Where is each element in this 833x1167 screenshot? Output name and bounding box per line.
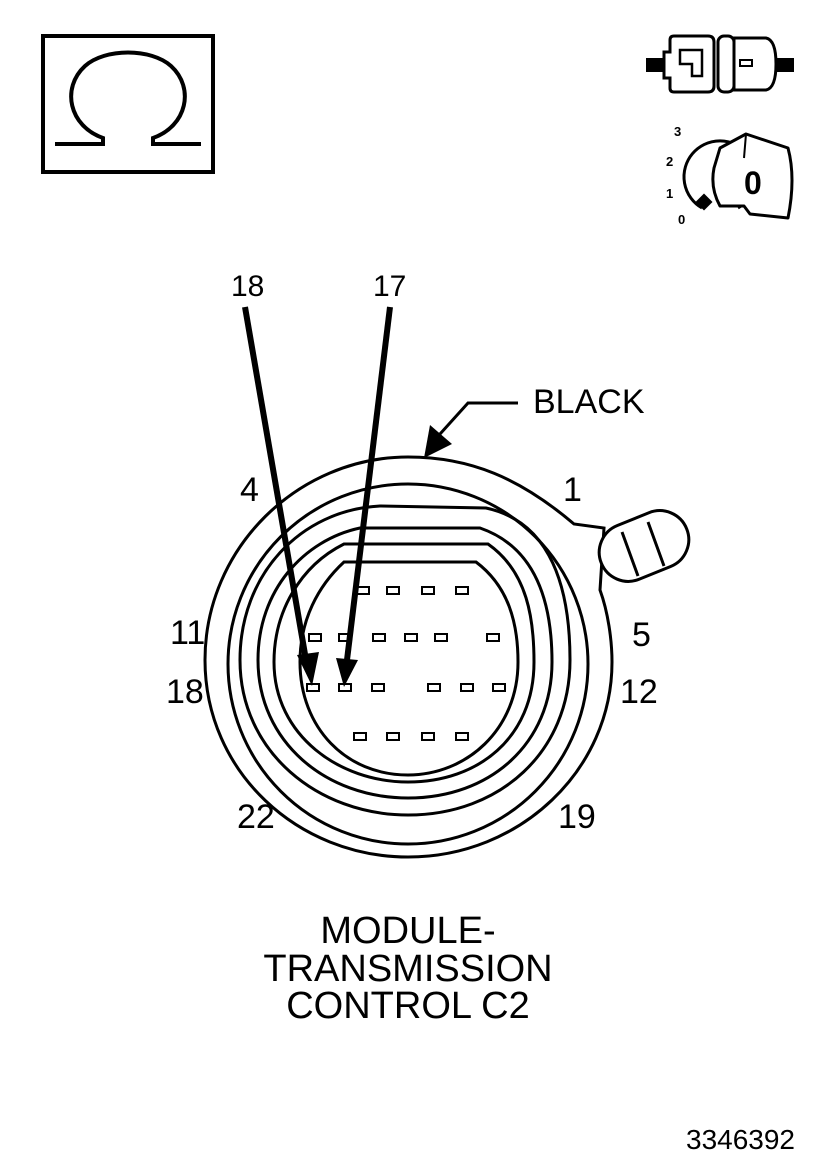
ignition-position-1: 1 bbox=[666, 186, 673, 201]
connector-ring-4 bbox=[272, 542, 536, 784]
connector-latch-tab bbox=[597, 509, 691, 583]
connector-title-line-3: CONTROL C2 bbox=[286, 985, 530, 1027]
cavity bbox=[434, 633, 448, 642]
connector-color-label: BLACK bbox=[533, 383, 645, 421]
connector-ring-2 bbox=[238, 504, 572, 817]
cavity bbox=[455, 586, 469, 595]
probe-label-18: 18 bbox=[231, 270, 265, 303]
ignition-position-0: 0 bbox=[678, 212, 685, 227]
connector-title-line-2: TRANSMISSION bbox=[263, 948, 553, 990]
cavity bbox=[371, 683, 385, 692]
ignition-key-icon: 3 2 1 0 0 bbox=[666, 124, 794, 227]
ohm-symbol-icon bbox=[55, 50, 201, 146]
cavity-label-11: 11 bbox=[170, 614, 206, 652]
cavity bbox=[460, 683, 474, 692]
cavity-label-22: 22 bbox=[237, 798, 275, 836]
cavity bbox=[308, 633, 322, 642]
cavity bbox=[356, 586, 370, 595]
cavity bbox=[404, 633, 418, 642]
cavity bbox=[386, 732, 400, 741]
cavity bbox=[421, 732, 435, 741]
cavity-label-18: 18 bbox=[166, 673, 204, 711]
cavity bbox=[353, 732, 367, 741]
connector-title-line-1: MODULE- bbox=[320, 910, 496, 952]
ignition-position-2: 2 bbox=[666, 154, 673, 169]
cavity-label-12: 12 bbox=[620, 673, 658, 711]
cavity bbox=[421, 586, 435, 595]
cavity-label-5: 5 bbox=[632, 616, 651, 654]
cavity bbox=[455, 732, 469, 741]
connector-ring-3 bbox=[256, 526, 554, 800]
cavity-label-1: 1 bbox=[563, 471, 582, 509]
ohmmeter-box bbox=[41, 34, 215, 174]
disconnected-connector-icon bbox=[646, 34, 794, 94]
cavity bbox=[386, 586, 400, 595]
probe-arrow-18 bbox=[242, 306, 319, 686]
terminal-cavities bbox=[306, 586, 506, 741]
cavity-label-19: 19 bbox=[558, 798, 596, 836]
connector-terminal-face bbox=[298, 560, 520, 777]
cavity bbox=[427, 683, 441, 692]
cavity bbox=[372, 633, 386, 642]
ignition-key-label: 0 bbox=[744, 165, 762, 201]
ignition-position-3: 3 bbox=[674, 124, 681, 139]
figure-number: 3346392 bbox=[686, 1124, 796, 1155]
probe-arrow-17 bbox=[336, 306, 393, 687]
color-leader-arrow bbox=[424, 401, 518, 458]
probe-label-17: 17 bbox=[373, 270, 407, 303]
cavity-label-4: 4 bbox=[240, 471, 259, 509]
cavity bbox=[486, 633, 500, 642]
cavity bbox=[306, 683, 320, 692]
connector-ring-1 bbox=[226, 482, 590, 846]
cavity bbox=[492, 683, 506, 692]
